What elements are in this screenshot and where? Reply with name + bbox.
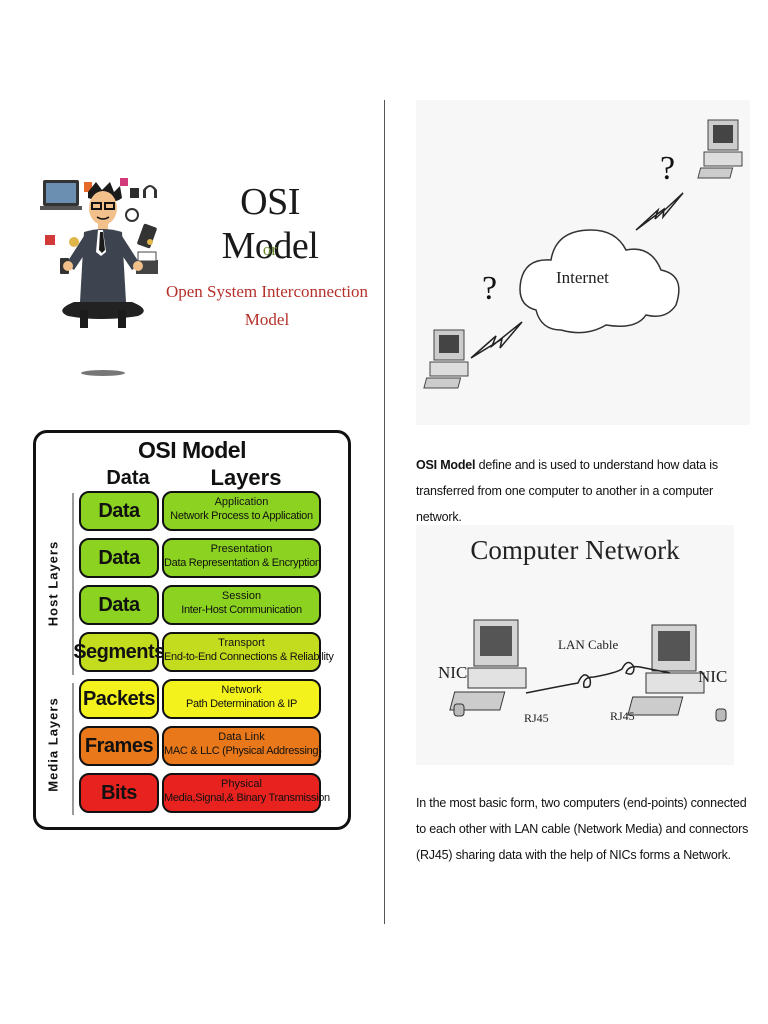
osi-description-bold: OSI Model bbox=[416, 458, 476, 472]
osi-row-unit: Data bbox=[79, 585, 159, 625]
network-description: In the most basic form, two computers (e… bbox=[416, 796, 749, 862]
osi-layer-name: Transport bbox=[218, 637, 265, 649]
network-title: Computer Network bbox=[470, 535, 680, 565]
hero-title: OSI Model bbox=[221, 181, 319, 267]
nic-left-label: NIC bbox=[438, 663, 468, 682]
internet-illustration: Internet ? ? bbox=[416, 100, 750, 425]
computer-network-illustration: Computer Network NIC NIC LAN Cable RJ45 … bbox=[416, 525, 734, 765]
hero-subtitle-line2: Model bbox=[244, 310, 290, 329]
host-layers-line bbox=[72, 493, 74, 675]
osi-row-unit: Segments bbox=[73, 632, 165, 672]
osi-table-title: OSI Model bbox=[138, 437, 246, 463]
osi-row-unit: Data bbox=[79, 491, 159, 531]
osi-layer-name: Network bbox=[221, 684, 262, 696]
column-header-data: Data bbox=[106, 467, 150, 489]
osi-row-unit: Data bbox=[79, 538, 159, 578]
network-diagram bbox=[449, 619, 727, 722]
osi-layer-description: Inter-Host Communication bbox=[181, 604, 302, 616]
osi-layer-description: Data Representation & Encryption bbox=[164, 557, 321, 569]
osi-layer-description: Path Determination & IP bbox=[185, 698, 298, 710]
internet-diagram bbox=[423, 119, 743, 389]
media-layers-label: Media Layers bbox=[45, 697, 61, 792]
nic-right-label: NIC bbox=[698, 667, 728, 686]
osi-layer-description: MAC & LLC (Physical Addressing) bbox=[164, 745, 322, 757]
osi-row-unit: Frames bbox=[79, 726, 159, 766]
question-mark-right: ? bbox=[660, 150, 676, 187]
osi-layer-name: Session bbox=[221, 590, 262, 602]
column-header-layers: Layers bbox=[196, 465, 296, 494]
column-divider bbox=[384, 100, 385, 924]
hero-or: or bbox=[262, 240, 278, 259]
osi-hero-image: OSI Model or Open System Interconnection… bbox=[40, 170, 368, 380]
host-layers-label: Host Layers bbox=[45, 540, 61, 627]
hero-subtitle-line1: Open System Interconnection bbox=[165, 282, 369, 301]
osi-layer-name: Physical bbox=[221, 778, 262, 790]
osi-row-unit: Packets bbox=[79, 679, 159, 719]
osi-layer-description: End-to-End Connections & Reliability bbox=[164, 651, 334, 663]
osi-row-unit: Bits bbox=[79, 773, 159, 813]
osi-layer-name: Application bbox=[214, 496, 269, 508]
media-layers-line bbox=[72, 683, 74, 815]
internet-label: Internet bbox=[556, 268, 609, 287]
osi-layer-description: Network Process to Application bbox=[170, 510, 313, 522]
osi-layer-name: Data Link bbox=[218, 731, 265, 743]
osi-model-table: OSI Model Data Layers Host Layers Media … bbox=[33, 430, 351, 830]
lan-cable-label: LAN Cable bbox=[558, 637, 619, 652]
osi-layer-name: Presentation bbox=[210, 543, 273, 555]
question-mark-left: ? bbox=[482, 270, 498, 307]
osi-description: OSI Model define and is used to understa… bbox=[416, 452, 751, 530]
osi-description-text: define and is used to understand how dat… bbox=[416, 458, 718, 524]
rj45-left-label: RJ45 bbox=[524, 711, 549, 725]
osi-layer-description: Media,Signal,& Binary Transmission bbox=[164, 792, 330, 804]
character-illustration bbox=[40, 178, 158, 376]
rj45-right-label: RJ45 bbox=[610, 709, 635, 723]
